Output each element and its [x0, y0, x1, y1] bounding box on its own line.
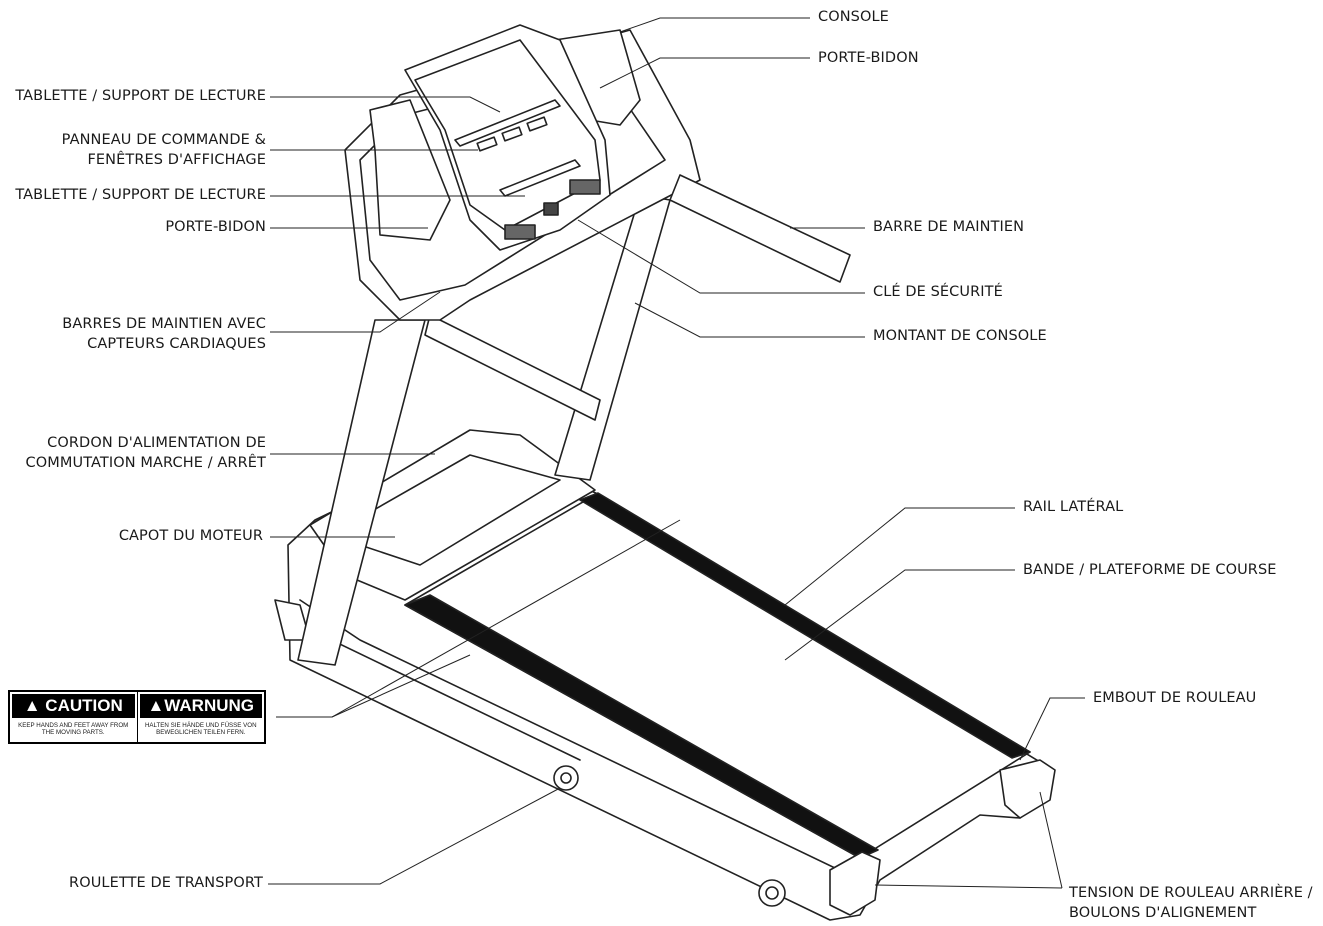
- display-window-3: [526, 116, 548, 132]
- label-rail-lateral: RAIL LATÉRAL: [1023, 499, 1124, 515]
- label-tablette-bottom: TABLETTE / SUPPORT DE LECTURE: [15, 187, 266, 203]
- warnung-text: HALTEN SIE HÄNDE UND FÜSSE VON BEWEGLICH…: [144, 722, 257, 736]
- label-embout-rouleau: EMBOUT DE ROULEAU: [1093, 690, 1257, 706]
- label-capot-moteur: CAPOT DU MOTEUR: [118, 528, 263, 544]
- leader-embout: [1019, 697, 1085, 761]
- roller-end-cap-left: [829, 851, 881, 916]
- label-tension-rouleau: TENSION DE ROULEAU ARRIÈRE /BOULONS D'AL…: [1069, 885, 1313, 921]
- transport-wheel-rear: [758, 879, 786, 907]
- warnung-title: ▲WARNUNG: [139, 694, 262, 718]
- side-rail-left: [404, 594, 879, 859]
- reading-rack-top: [454, 99, 561, 147]
- leader-tension-2: [1039, 791, 1063, 889]
- roller-end-cap-right: [999, 759, 1056, 819]
- transport-wheel-front: [553, 765, 579, 791]
- caution-text: KEEP HANDS AND FEET AWAY FROM THE MOVING…: [18, 722, 129, 736]
- heart-rate-handlebars: [424, 314, 601, 421]
- label-montant-console: MONTANT DE CONSOLE: [873, 328, 1047, 344]
- side-rail-right: [579, 492, 1031, 759]
- treadmill-drawing: [274, 24, 1056, 921]
- label-porte-bidon-left: PORTE-BIDON: [165, 219, 266, 235]
- caution-zone: ▲ CAUTION KEEP HANDS AND FEET AWAY FROM …: [10, 692, 138, 742]
- display-window-1: [476, 136, 498, 152]
- label-roulette: ROULETTE DE TRANSPORT: [69, 875, 263, 891]
- safety-key: [543, 202, 559, 216]
- leader-porte-bidon-top: [599, 57, 810, 89]
- leader-tablette-top: [270, 96, 501, 113]
- label-cle-securite: CLÉ DE SÉCURITÉ: [873, 284, 1003, 300]
- leader-cle-securite: [577, 219, 865, 294]
- leader-console: [619, 17, 810, 33]
- leader-rail-lateral: [784, 507, 1015, 606]
- console-body: [404, 24, 611, 251]
- label-bande: BANDE / PLATEFORME DE COURSE: [1023, 562, 1277, 578]
- label-panneau-commande: PANNEAU DE COMMANDE &FENÊTRES D'AFFICHAG…: [61, 132, 266, 168]
- label-tablette-top: TABLETTE / SUPPORT DE LECTURE: [15, 88, 266, 104]
- leader-lines: [268, 17, 1085, 889]
- label-porte-bidon-top: PORTE-BIDON: [818, 50, 919, 66]
- display-window-2: [501, 126, 523, 142]
- label-console: CONSOLE: [818, 9, 889, 25]
- leader-barres-capteurs: [270, 291, 441, 333]
- label-barre-maintien: BARRE DE MAINTIEN: [873, 219, 1025, 235]
- leader-montant-console: [634, 302, 865, 338]
- warnung-zone: ▲WARNUNG HALTEN SIE HÄNDE UND FÜSSE VON …: [138, 692, 265, 742]
- caution-warning-label: ▲ CAUTION KEEP HANDS AND FEET AWAY FROM …: [8, 690, 266, 744]
- leader-bande: [784, 569, 1015, 661]
- reading-rack-bottom: [499, 159, 581, 197]
- leader-tension-1: [874, 884, 1063, 889]
- caution-title: ▲ CAUTION: [12, 694, 135, 718]
- leader-roulette: [268, 787, 561, 885]
